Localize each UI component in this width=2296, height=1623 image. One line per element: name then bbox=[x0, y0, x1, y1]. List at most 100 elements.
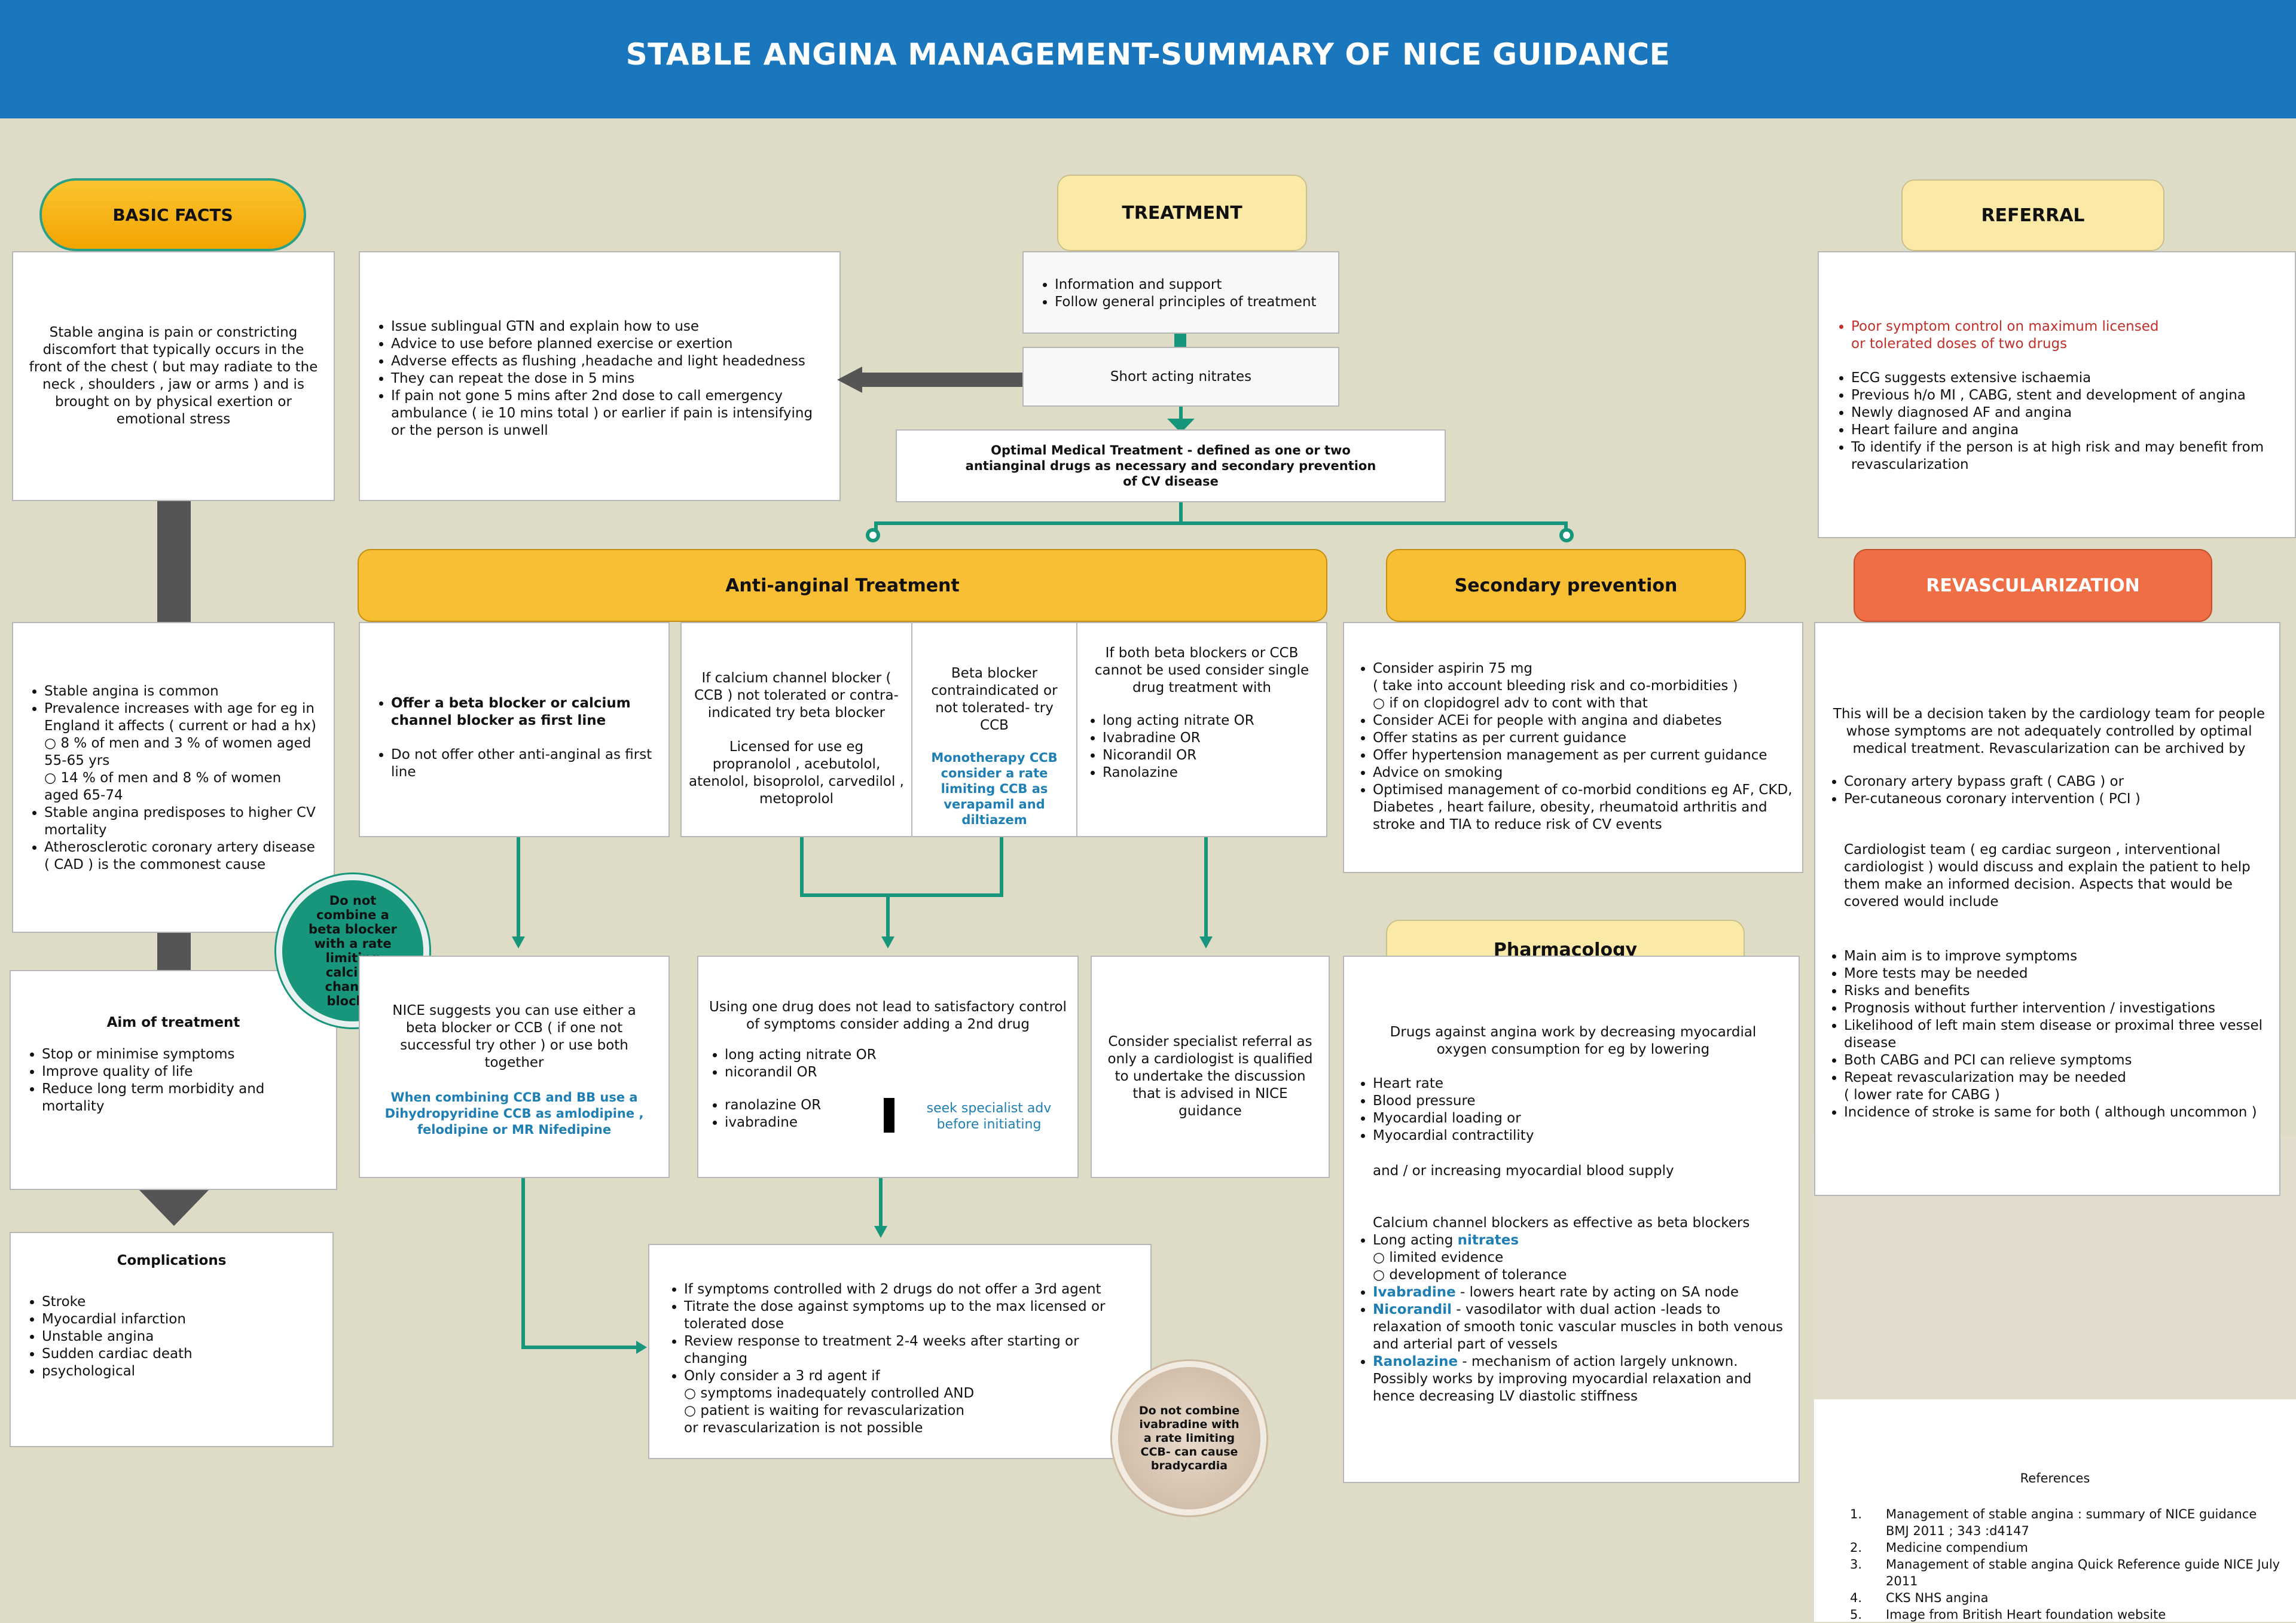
teal-connector-4 bbox=[874, 521, 878, 530]
prevention-item: Consider aspirin 75 mg bbox=[1373, 660, 1794, 678]
complications-box: Complications Stroke Myocardial infarcti… bbox=[10, 1232, 334, 1447]
monotherapy-ccb-text: Monotherapy CCB consider a rate limiting… bbox=[931, 751, 1058, 827]
aspect-item: Main aim is to improve symptoms bbox=[1844, 948, 2271, 965]
ccb-not-tolerated-box: If calcium channel blocker ( CCB ) not t… bbox=[680, 622, 912, 837]
complication-item: psychological bbox=[42, 1363, 318, 1380]
omt-text: Optimal Medical Treatment - defined as o… bbox=[965, 443, 1376, 489]
first-line-note: Do not offer other anti-anginal as first… bbox=[391, 746, 654, 781]
aim-item: Stop or minimise symptoms bbox=[42, 1046, 322, 1063]
gtn-item: If pain not gone 5 mins after 2nd dose t… bbox=[391, 388, 825, 440]
gtn-item: They can repeat the dose in 5 mins bbox=[391, 370, 825, 388]
prevention-item: Offer hypertension management as per cur… bbox=[1373, 747, 1794, 764]
teal-connector-1 bbox=[1174, 334, 1186, 347]
gtn-item: Adverse effects as flushing ,headache an… bbox=[391, 353, 825, 370]
short-acting-box: Short acting nitrates bbox=[1022, 347, 1339, 407]
basic-facts-pill: BASIC FACTS bbox=[39, 178, 306, 251]
both-cannot-text: If both beta blockers or CCB cannot be u… bbox=[1094, 645, 1309, 695]
pharmacology-item: Myocardial contractility bbox=[1373, 1127, 1790, 1145]
reference-row: 5.Image from British Heart foundation we… bbox=[1814, 1606, 2296, 1623]
reference-number: 4. bbox=[1849, 1591, 1862, 1605]
prevention-item: Optimised management of co-morbid condit… bbox=[1373, 782, 1794, 834]
pharmacology-item: Blood pressure bbox=[1373, 1093, 1790, 1110]
ivabradine-label: Ivabradine bbox=[1373, 1285, 1456, 1300]
reference-number: 5. bbox=[1849, 1607, 1862, 1622]
nitrates-subitem: ○ development of tolerance bbox=[1373, 1267, 1567, 1283]
aspect-item: Incidence of stroke is same for both ( a… bbox=[1844, 1104, 2271, 1121]
revascularization-option: Coronary artery bypass graft ( CABG ) or bbox=[1844, 773, 2271, 791]
branch-dot-right bbox=[1559, 528, 1574, 542]
gtn-box: Issue sublingual GTN and explain how to … bbox=[359, 251, 841, 501]
reference-text: CKS NHS angina bbox=[1886, 1591, 1989, 1605]
pharmacology-intro: Drugs against angina work by decreasing … bbox=[1390, 1024, 1757, 1057]
nice-suggests-text: NICE suggests you can use either a beta … bbox=[392, 1003, 636, 1070]
second-drug-box: Using one drug does not lead to satisfac… bbox=[697, 956, 1079, 1178]
nitrates-subitem: ○ limited evidence bbox=[1373, 1250, 1504, 1265]
revascularization-intro: This will be a decision taken by the car… bbox=[1833, 706, 2266, 756]
referral-item: ECG suggests extensive ischaemia bbox=[1851, 370, 2286, 387]
reference-row: 1.Management of stable angina : summary … bbox=[1814, 1506, 2296, 1539]
down-arrow-icon bbox=[139, 1190, 209, 1226]
third-agent-item: Review response to treatment 2-4 weeks a… bbox=[684, 1333, 1132, 1368]
bb-contraindicated-box: Beta blocker contraindicated or not tole… bbox=[911, 622, 1077, 837]
anti-anginal-label: Anti-anginal Treatment bbox=[725, 575, 960, 596]
pharmacology-item: Myocardial loading or bbox=[1373, 1110, 1790, 1127]
nicorandil-text: - vasodilator with dual action -leads to… bbox=[1373, 1302, 1784, 1352]
facts-box: Stable angina is common Prevalence incre… bbox=[12, 622, 335, 933]
ranolazine-item: Ranolazine - mechanism of action largely… bbox=[1373, 1353, 1790, 1405]
aspect-item: Both CABG and PCI can relieve symptoms bbox=[1844, 1052, 2271, 1069]
treatment-label: TREATMENT bbox=[1122, 202, 1242, 224]
third-agent-box: If symptoms controlled with 2 drugs do n… bbox=[648, 1244, 1152, 1459]
secondary-prevention-pill: Secondary prevention bbox=[1386, 549, 1746, 622]
references-title: References bbox=[2020, 1471, 2090, 1485]
grey-connector-2 bbox=[157, 933, 191, 970]
teal-line-e bbox=[879, 1178, 883, 1230]
prevention-item: Consider ACEi for people with angina and… bbox=[1373, 712, 1794, 730]
teal-connector-2 bbox=[1179, 407, 1183, 427]
teal-line-b4 bbox=[886, 893, 890, 941]
licensed-bb-text: Licensed for use eg propranolol , acebut… bbox=[689, 739, 904, 807]
grey-connector-1 bbox=[157, 501, 191, 622]
referral-item: Newly diagnosed AF and angina bbox=[1851, 404, 2286, 422]
do-not-combine-bb-ccb-text: Do not combine a beta blocker with a rat… bbox=[309, 893, 397, 1008]
teal-line-b1 bbox=[800, 837, 804, 897]
teal-connector-3 bbox=[1179, 502, 1183, 523]
third-agent-item: Titrate the dose against symptoms up to … bbox=[684, 1298, 1132, 1333]
aim-item: Improve quality of life bbox=[42, 1063, 322, 1081]
both-cannot-box: If both beta blockers or CCB cannot be u… bbox=[1076, 622, 1327, 837]
teal-line-d2 bbox=[521, 1346, 639, 1349]
nitrates-item: Long acting nitrates bbox=[1373, 1232, 1790, 1249]
ivabradine-text: - lowers heart rate by acting on SA node bbox=[1455, 1285, 1739, 1300]
secondary-prevention-box: Consider aspirin 75 mg ( take into accou… bbox=[1343, 622, 1803, 873]
first-line-item: Offer a beta blocker or calcium channel … bbox=[391, 695, 654, 730]
page-title: STABLE ANGINA MANAGEMENT-SUMMARY OF NICE… bbox=[625, 37, 1671, 72]
prevention-subitem: ( take into account bleeding risk and co… bbox=[1373, 678, 1738, 694]
specialist-referral-box: Consider specialist referral as only a c… bbox=[1091, 956, 1330, 1178]
pharmacology-item: Heart rate bbox=[1373, 1075, 1790, 1093]
referral-label: REFERRAL bbox=[1981, 205, 2085, 226]
aspect-item: More tests may be needed bbox=[1844, 965, 2271, 983]
prevention-subitem: ○ if on clopidogrel adv to cont with tha… bbox=[1373, 695, 1648, 711]
info-item: Follow general principles of treatment bbox=[1055, 294, 1324, 311]
teal-line-b2 bbox=[1000, 837, 1003, 897]
fact-subitem: ○ 8 % of men and 3 % of women aged 55-65… bbox=[44, 736, 312, 768]
third-agent-subitem: or revascularization is not possible bbox=[684, 1420, 923, 1436]
omt-box: Optimal Medical Treatment - defined as o… bbox=[896, 429, 1446, 502]
references-list: 1.Management of stable angina : summary … bbox=[1814, 1506, 2296, 1623]
anti-anginal-pill: Anti-anginal Treatment bbox=[358, 549, 1327, 622]
complication-item: Stroke bbox=[42, 1293, 318, 1311]
header-bar: STABLE ANGINA MANAGEMENT-SUMMARY OF NICE… bbox=[0, 0, 2296, 118]
down-arrow-icon bbox=[881, 936, 894, 948]
branch-dot-left bbox=[866, 528, 880, 542]
referral-item: Heart failure and angina bbox=[1851, 422, 2286, 439]
do-not-combine-ivabradine-text: Do not combine ivabradine with a rate li… bbox=[1138, 1404, 1240, 1472]
reference-row: 2.Medicine compendium bbox=[1814, 1539, 2296, 1556]
aspect-item: Repeat revascularization may be needed bbox=[1844, 1069, 2271, 1087]
nice-suggests-box: NICE suggests you can use either a beta … bbox=[359, 956, 670, 1178]
ranolazine-label: Ranolazine bbox=[1373, 1354, 1458, 1369]
complication-item: Unstable angina bbox=[42, 1328, 318, 1346]
aspect-item: Risks and benefits bbox=[1844, 983, 2271, 1000]
gtn-item: Issue sublingual GTN and explain how to … bbox=[391, 318, 825, 335]
info-item: Information and support bbox=[1055, 276, 1324, 294]
specialist-referral-text: Consider specialist referral as only a c… bbox=[1107, 1034, 1313, 1119]
single-drug-item: Ranolazine bbox=[1103, 764, 1318, 782]
